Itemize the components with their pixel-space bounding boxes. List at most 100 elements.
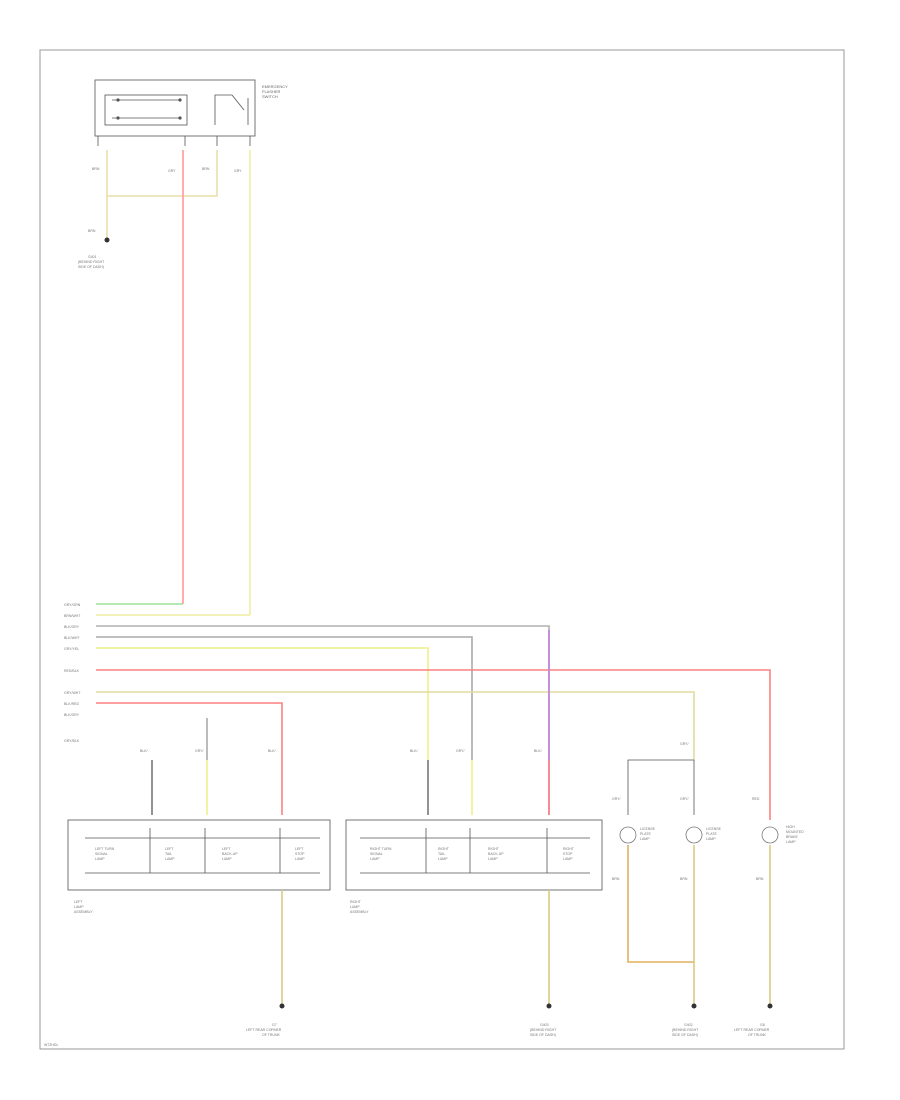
svg-text:PLATE: PLATE [706,832,717,836]
switch-label-2: FLASHER [262,89,281,94]
svg-text:TAIL: TAIL [165,852,172,856]
bus-label: BLK/RED [64,702,79,706]
svg-text:BRAKE: BRAKE [786,835,799,839]
license-plate-lamps: GRY/ GRY/ GRY/ LICENSE PLATE LAMP LICENS… [612,742,722,1037]
svg-text:ASSEMBLY: ASSEMBLY [350,910,369,914]
svg-text:RIGHT TURN: RIGHT TURN [370,847,392,851]
switch-label-1: EMERGENCY [262,84,288,89]
svg-text:LEFT REAR CORNER: LEFT REAR CORNER [734,1028,770,1032]
svg-text:LAMP: LAMP [640,837,650,841]
svg-text:MOUNTED: MOUNTED [786,830,804,834]
bus-label: GRY/YEL [64,647,79,651]
svg-text:HIGH: HIGH [786,825,795,829]
svg-text:RIGHT: RIGHT [488,847,500,851]
svg-text:OF TRUNK: OF TRUNK [262,1033,280,1037]
svg-text:SIDE OF DASH): SIDE OF DASH) [78,265,104,269]
svg-text:BRN: BRN [756,877,764,881]
svg-text:LAMP: LAMP [786,840,796,844]
bus-wire [96,636,473,760]
svg-text:OF TRUNK: OF TRUNK [748,1033,766,1037]
svg-text:LAMP: LAMP [295,857,305,861]
svg-text:LAMP: LAMP [438,857,448,861]
wire-tag: BRN [92,167,100,171]
bus-label: RED/BLK [64,669,80,673]
svg-text:LAMP: LAMP [74,905,84,909]
svg-text:PLATE: PLATE [640,832,651,836]
bus-wire [96,702,283,760]
wire-tag: GRY [168,169,176,173]
svg-text:SIDE OF DASH): SIDE OF DASH) [672,1033,698,1037]
wire-tag: BRN [202,167,210,171]
svg-text:RIGHT: RIGHT [563,847,575,851]
bus-wire [96,669,771,790]
svg-text:G403: G403 [540,1023,549,1027]
svg-text:LAMP: LAMP [488,857,498,861]
svg-text:LAMP: LAMP [563,857,573,861]
svg-text:STOP: STOP [295,852,305,856]
svg-text:BLK/: BLK/ [534,749,542,753]
svg-text:BRN: BRN [612,877,620,881]
svg-text:LEFT: LEFT [74,900,83,904]
svg-text:BLK/: BLK/ [410,749,418,753]
wire-brn-top [106,150,218,197]
svg-text:(BEHIND RIGHT: (BEHIND RIGHT [78,260,105,264]
svg-text:G402: G402 [684,1023,693,1027]
svg-text:RED: RED [752,797,760,801]
right-lamp-assembly: BLK/ GRY/ BLK/ RIGHT TURN SIGNAL LAMP RI… [345,749,603,1037]
svg-text:GRY/: GRY/ [680,742,689,746]
svg-text:BLK/: BLK/ [268,749,276,753]
svg-text:LAMP: LAMP [370,857,380,861]
svg-text:RIGHT: RIGHT [350,900,362,904]
left-lamp-assembly: BLK/ GRY/ BLK/ LEFT TURN SIGNAL LAMP LEF… [67,718,331,1037]
bus-label: GRY/BLK [64,739,80,743]
svg-text:LICENSE: LICENSE [706,827,722,831]
svg-text:GRY/: GRY/ [680,797,689,801]
svg-text:LAMP: LAMP [95,857,105,861]
svg-text:GRY/: GRY/ [612,797,621,801]
bus-wire [96,647,429,760]
svg-text:GRY/: GRY/ [195,749,204,753]
svg-text:BRN: BRN [680,877,688,881]
wire-tag: GRY [234,169,242,173]
svg-text:(BEHIND RIGHT: (BEHIND RIGHT [672,1028,699,1032]
svg-text:BRN: BRN [88,229,96,233]
emergency-flasher-switch: EMERGENCY FLASHER SWITCH [94,79,288,146]
bus-label: BRN/WHT [64,614,81,618]
svg-text:G7: G7 [272,1023,277,1027]
svg-text:LEFT REAR CORNER: LEFT REAR CORNER [246,1028,282,1032]
svg-text:LEFT: LEFT [222,847,231,851]
svg-text:RIGHT: RIGHT [438,847,450,851]
svg-text:SIGNAL: SIGNAL [95,852,108,856]
svg-text:LICENSE: LICENSE [640,827,656,831]
svg-text:LAMP: LAMP [706,837,716,841]
svg-text:G401: G401 [88,255,97,259]
ground-g401: BRN G401 (BEHIND RIGHT SIDE OF DASH) [78,229,110,269]
svg-text:TAIL: TAIL [438,852,445,856]
svg-text:G8: G8 [760,1023,765,1027]
bus-labels: GRY/GRN BRN/WHT BLK/GRY BLK/WHT GRY/YEL … [64,603,81,743]
bus-label: BLK/GRY [64,713,80,717]
svg-text:LEFT: LEFT [165,847,174,851]
svg-text:LAMP: LAMP [222,857,232,861]
switch-label-3: SWITCH [262,94,278,99]
diagram-code: W7ZHDL [44,1043,58,1047]
svg-text:ASSEMBLY: ASSEMBLY [74,910,93,914]
bus-wire [96,691,695,760]
svg-text:LAMP: LAMP [350,905,360,909]
bus-label: BLK/WHT [64,636,80,640]
bus-label: GRY/WHT [64,691,81,695]
svg-text:SIDE OF DASH): SIDE OF DASH) [530,1033,556,1037]
svg-text:SIGNAL: SIGNAL [370,852,383,856]
bus-label: GRY/GRN [64,603,81,607]
svg-text:LEFT TURN: LEFT TURN [95,847,115,851]
high-mounted-brake-lamp: RED HIGH MOUNTED BRAKE LAMP BRN G8 LEFT … [734,790,804,1037]
svg-text:LEFT: LEFT [295,847,304,851]
svg-text:STOP: STOP [563,852,573,856]
svg-text:(BEHIND RIGHT: (BEHIND RIGHT [530,1028,557,1032]
svg-text:BLK/: BLK/ [140,749,148,753]
bus-wire [96,625,550,760]
svg-text:LAMP: LAMP [165,857,175,861]
diagram-border [39,49,845,1050]
svg-text:GRY/: GRY/ [456,749,465,753]
